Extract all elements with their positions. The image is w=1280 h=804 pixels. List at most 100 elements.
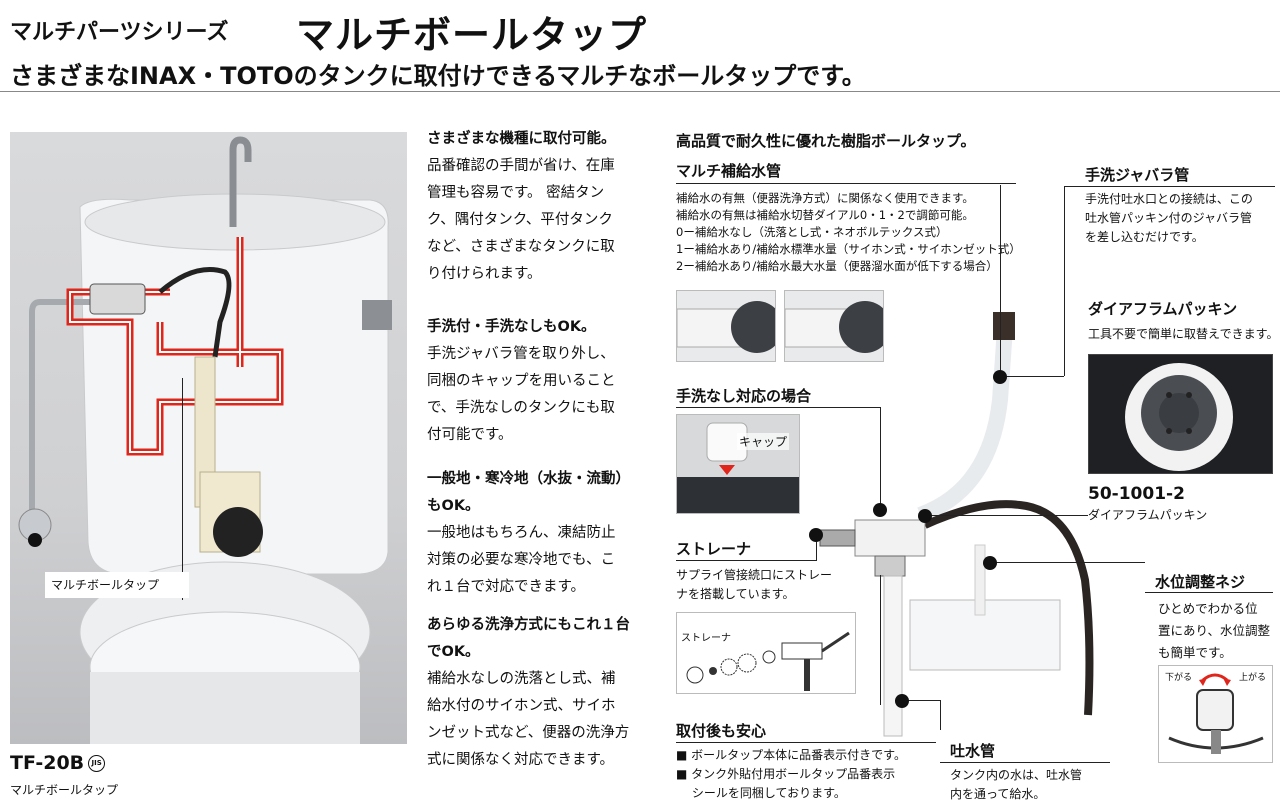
spout-text: タンク内の水は、吐水管 内を通って給水。 bbox=[950, 766, 1082, 804]
dot-strainer bbox=[809, 528, 823, 542]
spout-rule bbox=[940, 762, 1110, 763]
callout-line bbox=[182, 378, 183, 600]
strainer-inset-label: ストレーナ bbox=[681, 633, 731, 644]
leader-spout-v bbox=[880, 575, 881, 705]
safety-line: ■ ボールタップ本体に品番表示付きです。 bbox=[676, 748, 906, 762]
level-rule bbox=[1145, 592, 1273, 593]
safety-text: ■ ボールタップ本体に品番表示付きです。 ■ タンク外貼付用ボールタップ品番表示… bbox=[676, 746, 906, 803]
level-text: ひとめでわかる位 置にあり、水位調整 も簡単です。 bbox=[1158, 598, 1270, 664]
feature-line: 一般地はもちろん、凍結防止 bbox=[427, 525, 616, 541]
feature-3: 一般地・寒冷地（水抜・流動） もOK。 一般地はもちろん、凍結防止 対策の必要な… bbox=[427, 466, 645, 601]
level-up-label: 上がる bbox=[1239, 673, 1267, 683]
leader-spout-h bbox=[895, 700, 940, 701]
cap-label: キャップ bbox=[737, 433, 790, 450]
bellows-text: 手洗付吐水口との接続は、この 吐水管パッキン付のジャバラ管 を差し込むだけです。 bbox=[1085, 190, 1253, 247]
diaphragm-desc: 工具不要で簡単に取替えできます。 bbox=[1088, 327, 1279, 341]
strainer-line: ナを搭載しています。 bbox=[676, 587, 795, 601]
feature-1: さまざまな機種に取付可能。 品番確認の手間が省け、在庫 管理も容易です。 密結タ… bbox=[427, 126, 645, 288]
page-subtitle: さまざまなINAX・TOTOのタンクに取付けできるマルチなボールタップです。 bbox=[10, 62, 866, 90]
feature-line: 管理も容易です。 密結タン bbox=[427, 185, 605, 201]
dot-level bbox=[983, 556, 997, 570]
leader-level bbox=[990, 562, 1145, 563]
refill-heading-rule bbox=[676, 183, 1016, 184]
strainer-line: サプライ管接続口にストレー bbox=[676, 568, 833, 582]
leader-strainer bbox=[816, 536, 817, 561]
leader-diaphragm bbox=[930, 515, 1088, 516]
refill-line: 0ー補給水なし（洗落とし式・ネオボルテックス式） bbox=[676, 225, 948, 239]
feature-line: で、手洗なしのタンクにも取 bbox=[427, 400, 615, 416]
safety-line: ■ タンク外貼付用ボールタップ品番表示 bbox=[676, 767, 896, 781]
strainer-inset: ストレーナ bbox=[676, 612, 856, 694]
series-name: マルチパーツシリーズ bbox=[10, 20, 229, 45]
level-heading: 水位調整ネジ bbox=[1155, 573, 1246, 591]
bellows-line: を差し込むだけです。 bbox=[1085, 230, 1204, 244]
feature-line: ンゼット式など、便器の洗浄方 bbox=[427, 725, 630, 741]
strainer-heading: ストレーナ bbox=[676, 540, 752, 558]
callout-label: マルチボールタップ bbox=[45, 572, 189, 598]
feature-line: 補給水なしの洗落とし式、補 bbox=[427, 671, 616, 687]
feature-heading: さまざまな機種に取付可能。 bbox=[427, 131, 616, 147]
safety-heading: 取付後も安心 bbox=[676, 722, 767, 740]
feature-2: 手洗付・手洗なしもOK。 手洗ジャバラ管を取り外し、 同梱のキャップを用いること… bbox=[427, 314, 645, 449]
feature-line: 対策の必要な寒冷地でも、こ bbox=[427, 552, 616, 568]
leader-no-basin bbox=[880, 408, 881, 516]
no-basin-rule bbox=[676, 407, 881, 408]
diagram-top-note: 高品質で耐久性に優れた樹脂ボールタップ。 bbox=[676, 132, 976, 150]
leader-bellows-h bbox=[1000, 376, 1064, 377]
feature-line: 式に関係なく対応できます。 bbox=[427, 752, 615, 768]
feature-line: 手洗ジャバラ管を取り外し、 bbox=[427, 346, 615, 362]
refill-line: 2ー補給水あり/補給水最大水量（便器溜水面が低下する場合） bbox=[676, 259, 998, 273]
leader-spout-v2 bbox=[940, 700, 941, 730]
bellows-line: 手洗付吐水口との接続は、この bbox=[1085, 192, 1253, 206]
refill-dial-photo-1 bbox=[676, 290, 776, 362]
dot-spout bbox=[895, 694, 909, 708]
cap-photo: キャップ bbox=[676, 414, 800, 514]
leader-bellows bbox=[1064, 186, 1065, 376]
spout-line: タンク内の水は、吐水管 bbox=[950, 768, 1083, 782]
bellows-line: 吐水管パッキン付のジャバラ管 bbox=[1085, 211, 1253, 225]
refill-line: 補給水の有無は補給水切替ダイアル0・1・2で調節可能。 bbox=[676, 208, 974, 222]
feature-heading: もOK。 bbox=[427, 498, 480, 514]
feature-heading: でOK。 bbox=[427, 644, 480, 660]
leader-refill bbox=[1000, 185, 1001, 377]
diaphragm-heading: ダイアフラムパッキン bbox=[1088, 300, 1238, 318]
level-line: ひとめでわかる位 bbox=[1158, 601, 1258, 616]
level-line: 置にあり、水位調整 bbox=[1158, 623, 1271, 638]
dot-no-basin bbox=[873, 503, 887, 517]
page-title: マルチボールタップ bbox=[296, 13, 648, 57]
dot-bellows bbox=[993, 370, 1007, 384]
strainer-rule bbox=[676, 560, 816, 561]
spout-heading: 吐水管 bbox=[950, 742, 996, 760]
diaphragm-photo bbox=[1088, 354, 1273, 474]
feature-line: 付可能です。 bbox=[427, 427, 513, 443]
bellows-heading: 手洗ジャバラ管 bbox=[1085, 166, 1190, 184]
feature-heading: 一般地・寒冷地（水抜・流動） bbox=[427, 471, 630, 487]
bellows-rule bbox=[1065, 186, 1275, 187]
strainer-text: サプライ管接続口にストレー ナを搭載しています。 bbox=[676, 566, 832, 604]
toilet-photo: マルチボールタップ bbox=[10, 132, 407, 744]
model-subtitle: マルチボールタップ bbox=[10, 783, 119, 797]
feature-line: り付けられます。 bbox=[427, 266, 542, 282]
no-basin-heading: 手洗なし対応の場合 bbox=[676, 387, 812, 405]
spout-line: 内を通って給水。 bbox=[950, 787, 1046, 801]
feature-line: ク、隅付タンク、平付タンク bbox=[427, 212, 613, 228]
feature-line: など、さまざまなタンクに取 bbox=[427, 239, 615, 255]
feature-line: 品番確認の手間が省け、在庫 bbox=[427, 158, 615, 174]
refill-line: 補給水の有無（便器洗浄方式）に関係なく使用できます。 bbox=[676, 191, 974, 205]
refill-heading: マルチ補給水管 bbox=[676, 162, 782, 180]
jis-mark-icon: JIS bbox=[88, 755, 106, 772]
dot-diaphragm bbox=[918, 509, 932, 523]
ballcock-diagram bbox=[819, 312, 1094, 737]
level-line: も簡単です。 bbox=[1158, 645, 1232, 660]
header-divider bbox=[0, 91, 1280, 92]
feature-line: れ１台で対応できます。 bbox=[427, 579, 586, 595]
toilet-illustration bbox=[18, 136, 392, 744]
feature-line: 給水付のサイホン式、サイホ bbox=[427, 698, 616, 714]
feature-heading: 手洗付・手洗なしもOK。 bbox=[427, 319, 596, 335]
level-down-label: 下がる bbox=[1165, 673, 1193, 683]
feature-4: あらゆる洗浄方式にもこれ１台 でOK。 補給水なしの洗落とし式、補 給水付のサイ… bbox=[427, 612, 645, 774]
diaphragm-code-label: ダイアフラムパッキン bbox=[1088, 508, 1208, 522]
diaphragm-code: 50-1001-2 bbox=[1088, 484, 1185, 504]
safety-line: シールを同梱しております。 bbox=[676, 786, 846, 800]
refill-text: 補給水の有無（便器洗浄方式）に関係なく使用できます。 補給水の有無は補給水切替ダ… bbox=[676, 190, 1021, 275]
